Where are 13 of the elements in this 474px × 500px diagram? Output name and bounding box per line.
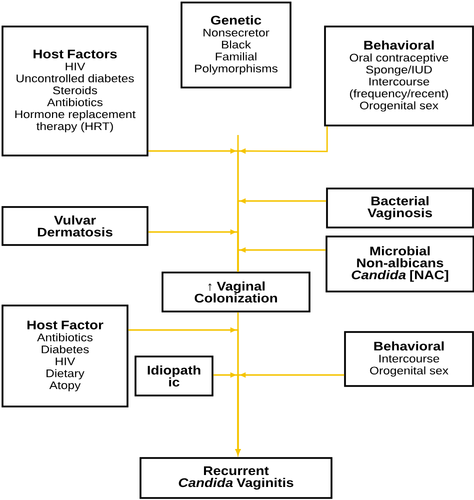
process-box: Vulvar Dermatosis [2,206,148,246]
process-box: ↑ Vaginal Colonization [162,272,310,312]
factor-box: Behavioral Intercourse Orogenital sex [344,331,474,387]
arrow [237,247,326,272]
arrow [236,372,344,455]
factor-box: Host Factor Antibiotics Diabetes HIV Dietary Atopy [2,304,128,408]
process-box: Microbial Non-albicans Candida [NAC] [326,236,474,292]
factor-box: Host Factors HIV Uncontrolled diabetes Steroids Antibiotics Hormone replacement therapy (HRT) [2,26,148,156]
factor-box: Genetic Nonsecretor Black Familial Polymorphisms [180,2,292,88]
process-box: Recurrent Candida Vaginitis [140,457,332,499]
process-box: Bacterial Vaginosis [326,188,474,228]
process-box: Idiopath ic [134,356,214,396]
factor-box: Behavioral Oral contraceptive Sponge/IUD Intercourse (frequency/recent) Orogenital sex [324,26,474,126]
